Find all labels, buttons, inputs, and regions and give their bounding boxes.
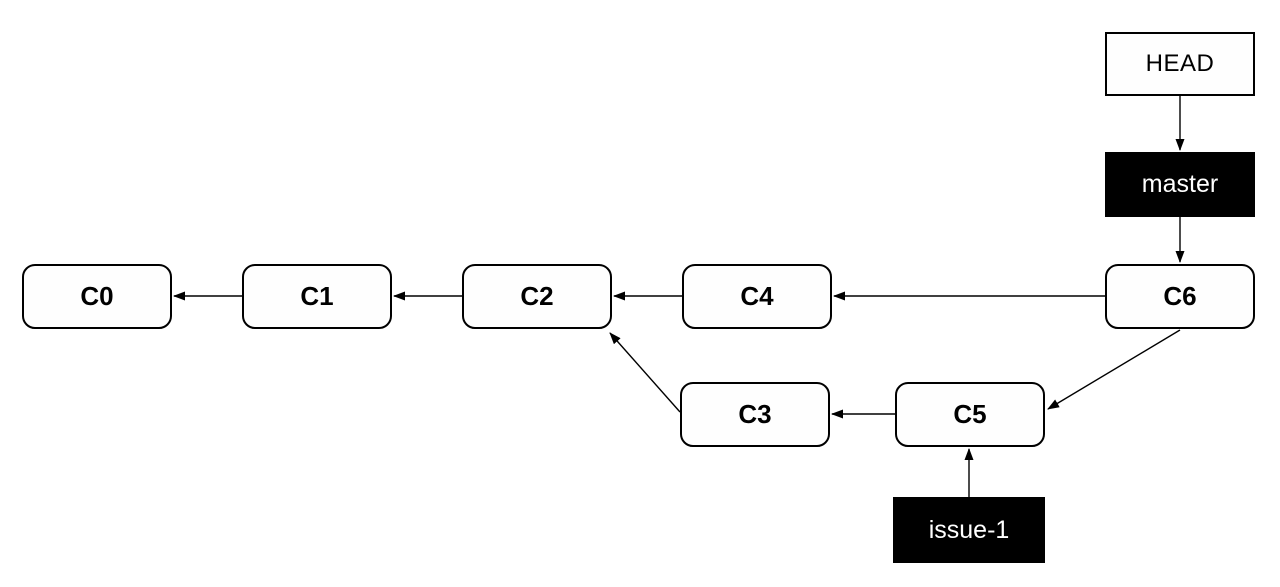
- commit-node-c1: C1: [242, 264, 392, 329]
- node-label: C0: [80, 281, 114, 311]
- node-label: C5: [953, 399, 987, 429]
- node-label: C6: [1163, 281, 1197, 311]
- commit-node-c3: C3: [680, 382, 830, 447]
- commit-node-c0: C0: [22, 264, 172, 329]
- commit-node-c5: C5: [895, 382, 1045, 447]
- commit-node-c2: C2: [462, 264, 612, 329]
- edge-c6-to-c5: [1047, 329, 1181, 410]
- branch-label-master: master: [1105, 152, 1255, 217]
- branch-label-issue-1: issue-1: [893, 497, 1045, 563]
- node-label: C3: [738, 399, 772, 429]
- node-label: C2: [520, 281, 554, 311]
- node-label: master: [1141, 170, 1219, 198]
- commit-node-c4: C4: [682, 264, 832, 329]
- node-label: C4: [740, 281, 774, 311]
- pointer-label-head: HEAD: [1105, 32, 1255, 96]
- node-label: HEAD: [1145, 50, 1215, 77]
- commit-node-c6: C6: [1105, 264, 1255, 329]
- edge-c3-to-c2: [609, 332, 681, 413]
- node-label: C1: [300, 281, 334, 311]
- node-label: issue-1: [928, 515, 1010, 544]
